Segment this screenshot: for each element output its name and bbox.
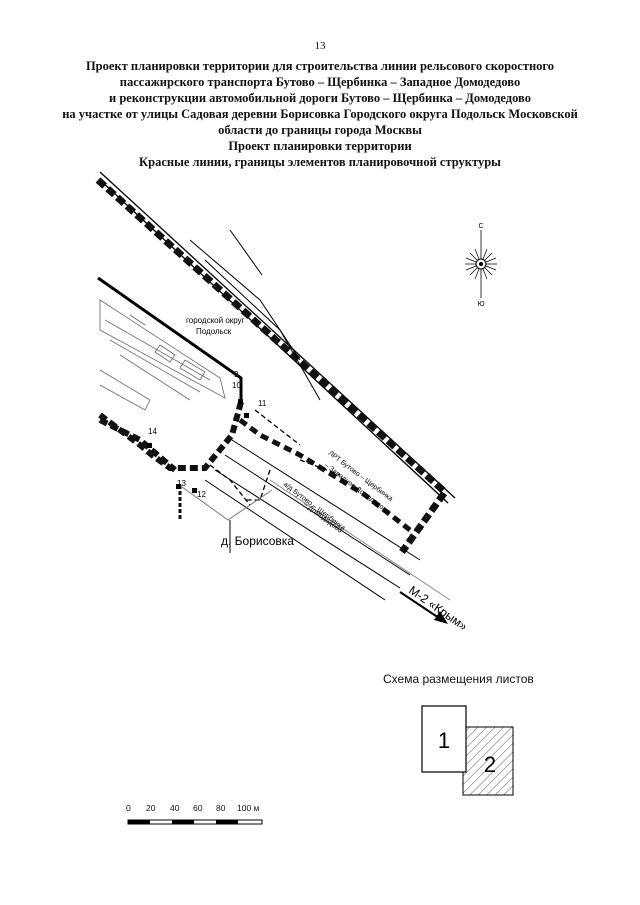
sheet-1-box bbox=[421, 705, 467, 773]
title-line-3: и реконструкции автомобильной дороги Бут… bbox=[109, 91, 531, 105]
point-label-14: 14 bbox=[148, 427, 157, 436]
point-label-9: 9 bbox=[234, 370, 239, 379]
scale-tick-20: 20 bbox=[146, 803, 156, 813]
district-label-line1: городской округ bbox=[186, 316, 245, 325]
district-boundary bbox=[97, 276, 243, 402]
road-corridor bbox=[204, 439, 451, 601]
red-line-corridor-lower bbox=[238, 418, 412, 532]
highway-arrow bbox=[399, 591, 448, 624]
point-label-11: 11 bbox=[258, 399, 267, 408]
point-markers bbox=[147, 399, 249, 493]
page-number: 13 bbox=[314, 40, 326, 52]
sheet-scheme-title: Схема размещения листов bbox=[383, 672, 534, 686]
compass-north-label: С bbox=[478, 223, 483, 230]
title-line-1: Проект планировки территории для строите… bbox=[85, 59, 555, 73]
red-line-corridor bbox=[98, 401, 244, 471]
title-line-6: Проект планировки территории bbox=[228, 139, 412, 153]
title-line-7: Красные линии, границы элементов планиро… bbox=[139, 155, 501, 169]
scale-tick-80: 80 bbox=[216, 803, 226, 813]
point-label-12: 12 bbox=[197, 490, 206, 499]
left-red-line bbox=[98, 417, 177, 473]
scale-tick-0: 0 bbox=[126, 803, 131, 813]
scale-bar bbox=[127, 819, 263, 825]
title-line-4: на участке от улицы Садовая деревни Бори… bbox=[62, 107, 578, 121]
scale-tick-40: 40 bbox=[170, 803, 180, 813]
planning-element-boundaries bbox=[209, 409, 341, 506]
highway-label: М-2 «Крым» bbox=[406, 583, 470, 634]
scale-tick-60: 60 bbox=[193, 803, 203, 813]
document-title: Проект планировки территории для строите… bbox=[20, 58, 620, 170]
title-line-5: области до границы города Москвы bbox=[218, 123, 422, 137]
compass-south-label: Ю bbox=[477, 301, 484, 308]
branch-tracks bbox=[189, 229, 321, 401]
district-label-line2: Подольск bbox=[196, 327, 232, 336]
built-up-area bbox=[99, 299, 226, 411]
sheet-1-label: 1 bbox=[438, 728, 450, 753]
title-line-2: пассажирского транспорта Бутово – Щербин… bbox=[119, 75, 521, 89]
sheet-2-label: 2 bbox=[484, 752, 496, 777]
village-boundary bbox=[181, 486, 273, 521]
scale-tick-100: 100 м bbox=[237, 803, 260, 813]
point-label-13: 13 bbox=[177, 479, 186, 488]
compass-rose-icon bbox=[465, 230, 497, 298]
village-label: д. Борисовка bbox=[221, 534, 294, 548]
point-label-10: 10 bbox=[232, 381, 241, 390]
red-line-upper bbox=[95, 177, 450, 555]
